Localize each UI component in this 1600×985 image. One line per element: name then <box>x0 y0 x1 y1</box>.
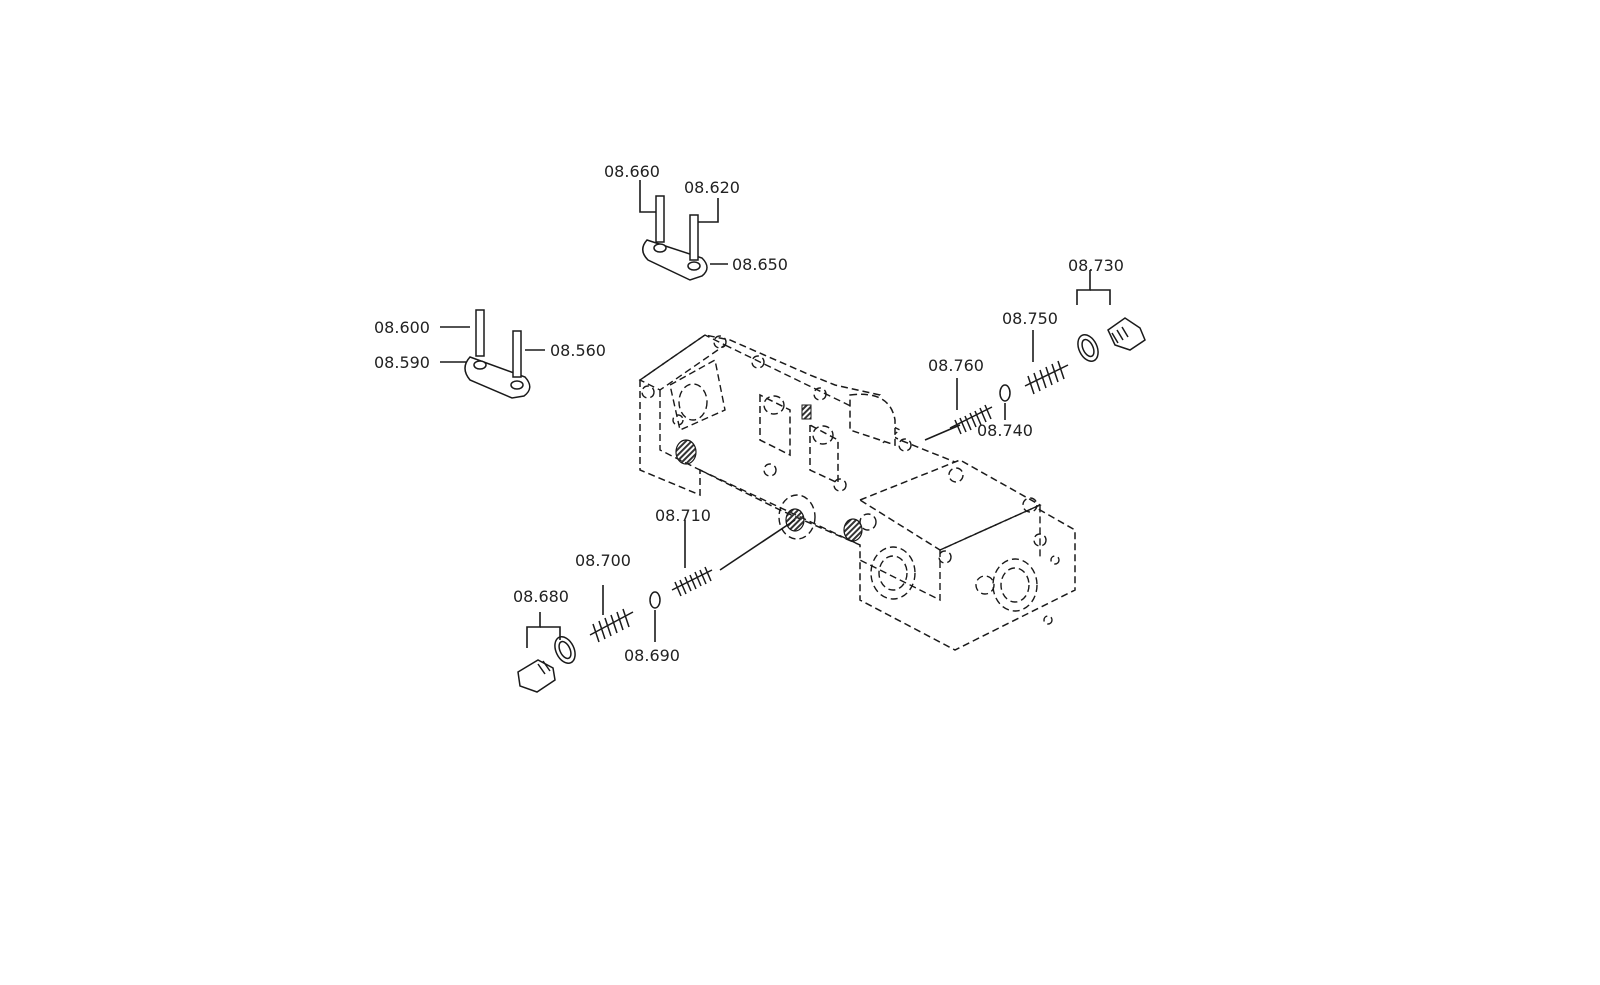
label-08-650: 08.650 <box>732 255 788 274</box>
label-08-750: 08.750 <box>1002 309 1058 328</box>
left-valve-stack <box>517 519 796 693</box>
valve-housing <box>638 334 1076 651</box>
plate-08-650 <box>642 195 708 281</box>
label-08-660: 08.660 <box>604 162 660 181</box>
label-08-680: 08.680 <box>513 587 569 606</box>
label-08-730: 08.730 <box>1068 256 1124 275</box>
label-08-590: 08.590 <box>374 353 430 372</box>
label-08-560: 08.560 <box>550 341 606 360</box>
label-08-740: 08.740 <box>977 421 1033 440</box>
label-08-600: 08.600 <box>374 318 430 337</box>
leader-lines <box>440 180 1111 648</box>
label-08-620: 08.620 <box>684 178 740 197</box>
label-08-760: 08.760 <box>928 356 984 375</box>
plate-08-590 <box>464 309 531 399</box>
right-valve-stack <box>924 317 1146 441</box>
label-08-710: 08.710 <box>655 506 711 525</box>
label-08-690: 08.690 <box>624 646 680 665</box>
label-08-700: 08.700 <box>575 551 631 570</box>
